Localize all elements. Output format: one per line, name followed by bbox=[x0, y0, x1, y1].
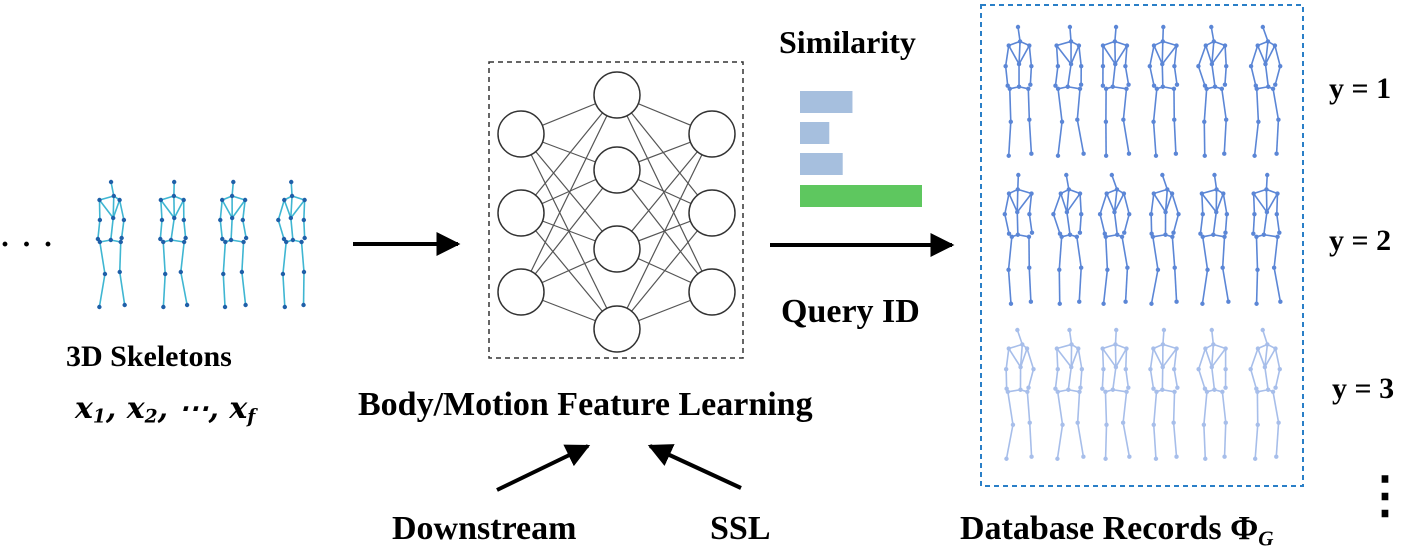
row-label-1: y = 1 bbox=[1329, 72, 1392, 105]
network-edge bbox=[616, 94, 713, 214]
database-skeleton bbox=[1248, 24, 1283, 158]
network-edge bbox=[616, 212, 713, 330]
database-records-box bbox=[980, 4, 1304, 487]
database-skeleton bbox=[1003, 24, 1034, 158]
more-rows-ellipsis: ⋮ bbox=[1360, 467, 1410, 523]
input-skeleton bbox=[276, 179, 307, 310]
input-skeleton-sequence bbox=[95, 179, 307, 310]
database-skeleton bbox=[1100, 24, 1132, 158]
query-id-label: Query ID bbox=[781, 293, 920, 330]
database-skeleton bbox=[1100, 327, 1132, 461]
network-neuron bbox=[688, 189, 736, 237]
network-neuron bbox=[593, 146, 641, 194]
network-edge bbox=[520, 169, 618, 293]
database-skeleton bbox=[1051, 172, 1084, 306]
network-neurons bbox=[497, 71, 736, 353]
similarity-bar bbox=[800, 185, 922, 207]
database-label: Database Records ΦG bbox=[960, 510, 1274, 551]
database-skeleton bbox=[1053, 327, 1086, 461]
network-edge bbox=[616, 94, 713, 293]
database-skeleton bbox=[1196, 24, 1229, 158]
database-skeleton-grid bbox=[1002, 24, 1283, 461]
arrow-downstream-to-model bbox=[496, 444, 591, 492]
network-neuron bbox=[497, 189, 545, 237]
input-skeletons-label: 3D Skeletons bbox=[66, 340, 232, 373]
downstream-label: Downstream bbox=[392, 510, 577, 547]
ssl-label: SSL bbox=[710, 510, 771, 547]
database-skeleton bbox=[1053, 24, 1086, 158]
database-skeleton bbox=[1148, 172, 1181, 306]
feature-network-box bbox=[488, 61, 744, 359]
network-neuron bbox=[497, 110, 545, 158]
database-skeleton bbox=[1251, 172, 1283, 306]
row-label-3: y = 3 bbox=[1332, 372, 1395, 405]
similarity-label: Similarity bbox=[779, 24, 916, 60]
database-skeleton bbox=[1097, 172, 1132, 306]
input-sequence-formula: x1, x2, ⋯, xf bbox=[75, 391, 256, 428]
network-neuron bbox=[688, 268, 736, 316]
network-edge bbox=[520, 94, 618, 293]
similarity-bar-chart bbox=[800, 91, 922, 207]
arrow-ssl-to-model bbox=[647, 444, 742, 490]
database-skeleton bbox=[1248, 327, 1282, 461]
database-skeleton bbox=[1147, 24, 1180, 158]
network-connections bbox=[520, 94, 713, 330]
network-edge bbox=[520, 94, 618, 214]
network-neuron bbox=[688, 110, 736, 158]
database-skeleton bbox=[1196, 327, 1228, 461]
network-edge bbox=[616, 133, 713, 330]
row-label-2: y = 2 bbox=[1329, 224, 1392, 257]
model-label: Body/Motion Feature Learning bbox=[358, 386, 813, 423]
database-skeleton bbox=[1148, 327, 1180, 461]
input-skeleton bbox=[158, 179, 190, 310]
database-skeleton bbox=[1198, 172, 1231, 306]
similarity-bar bbox=[800, 122, 830, 144]
network-neuron bbox=[593, 71, 641, 119]
similarity-bar bbox=[800, 153, 843, 175]
database-skeleton bbox=[1002, 172, 1035, 306]
database-skeleton bbox=[1003, 327, 1036, 461]
network-neuron bbox=[593, 225, 641, 273]
input-ellipsis: · · · bbox=[0, 228, 56, 261]
similarity-bar bbox=[800, 91, 853, 113]
network-neuron bbox=[497, 268, 545, 316]
network-edge bbox=[616, 133, 713, 250]
input-skeleton bbox=[95, 179, 127, 310]
network-neuron bbox=[593, 305, 641, 353]
input-skeleton bbox=[218, 179, 249, 310]
